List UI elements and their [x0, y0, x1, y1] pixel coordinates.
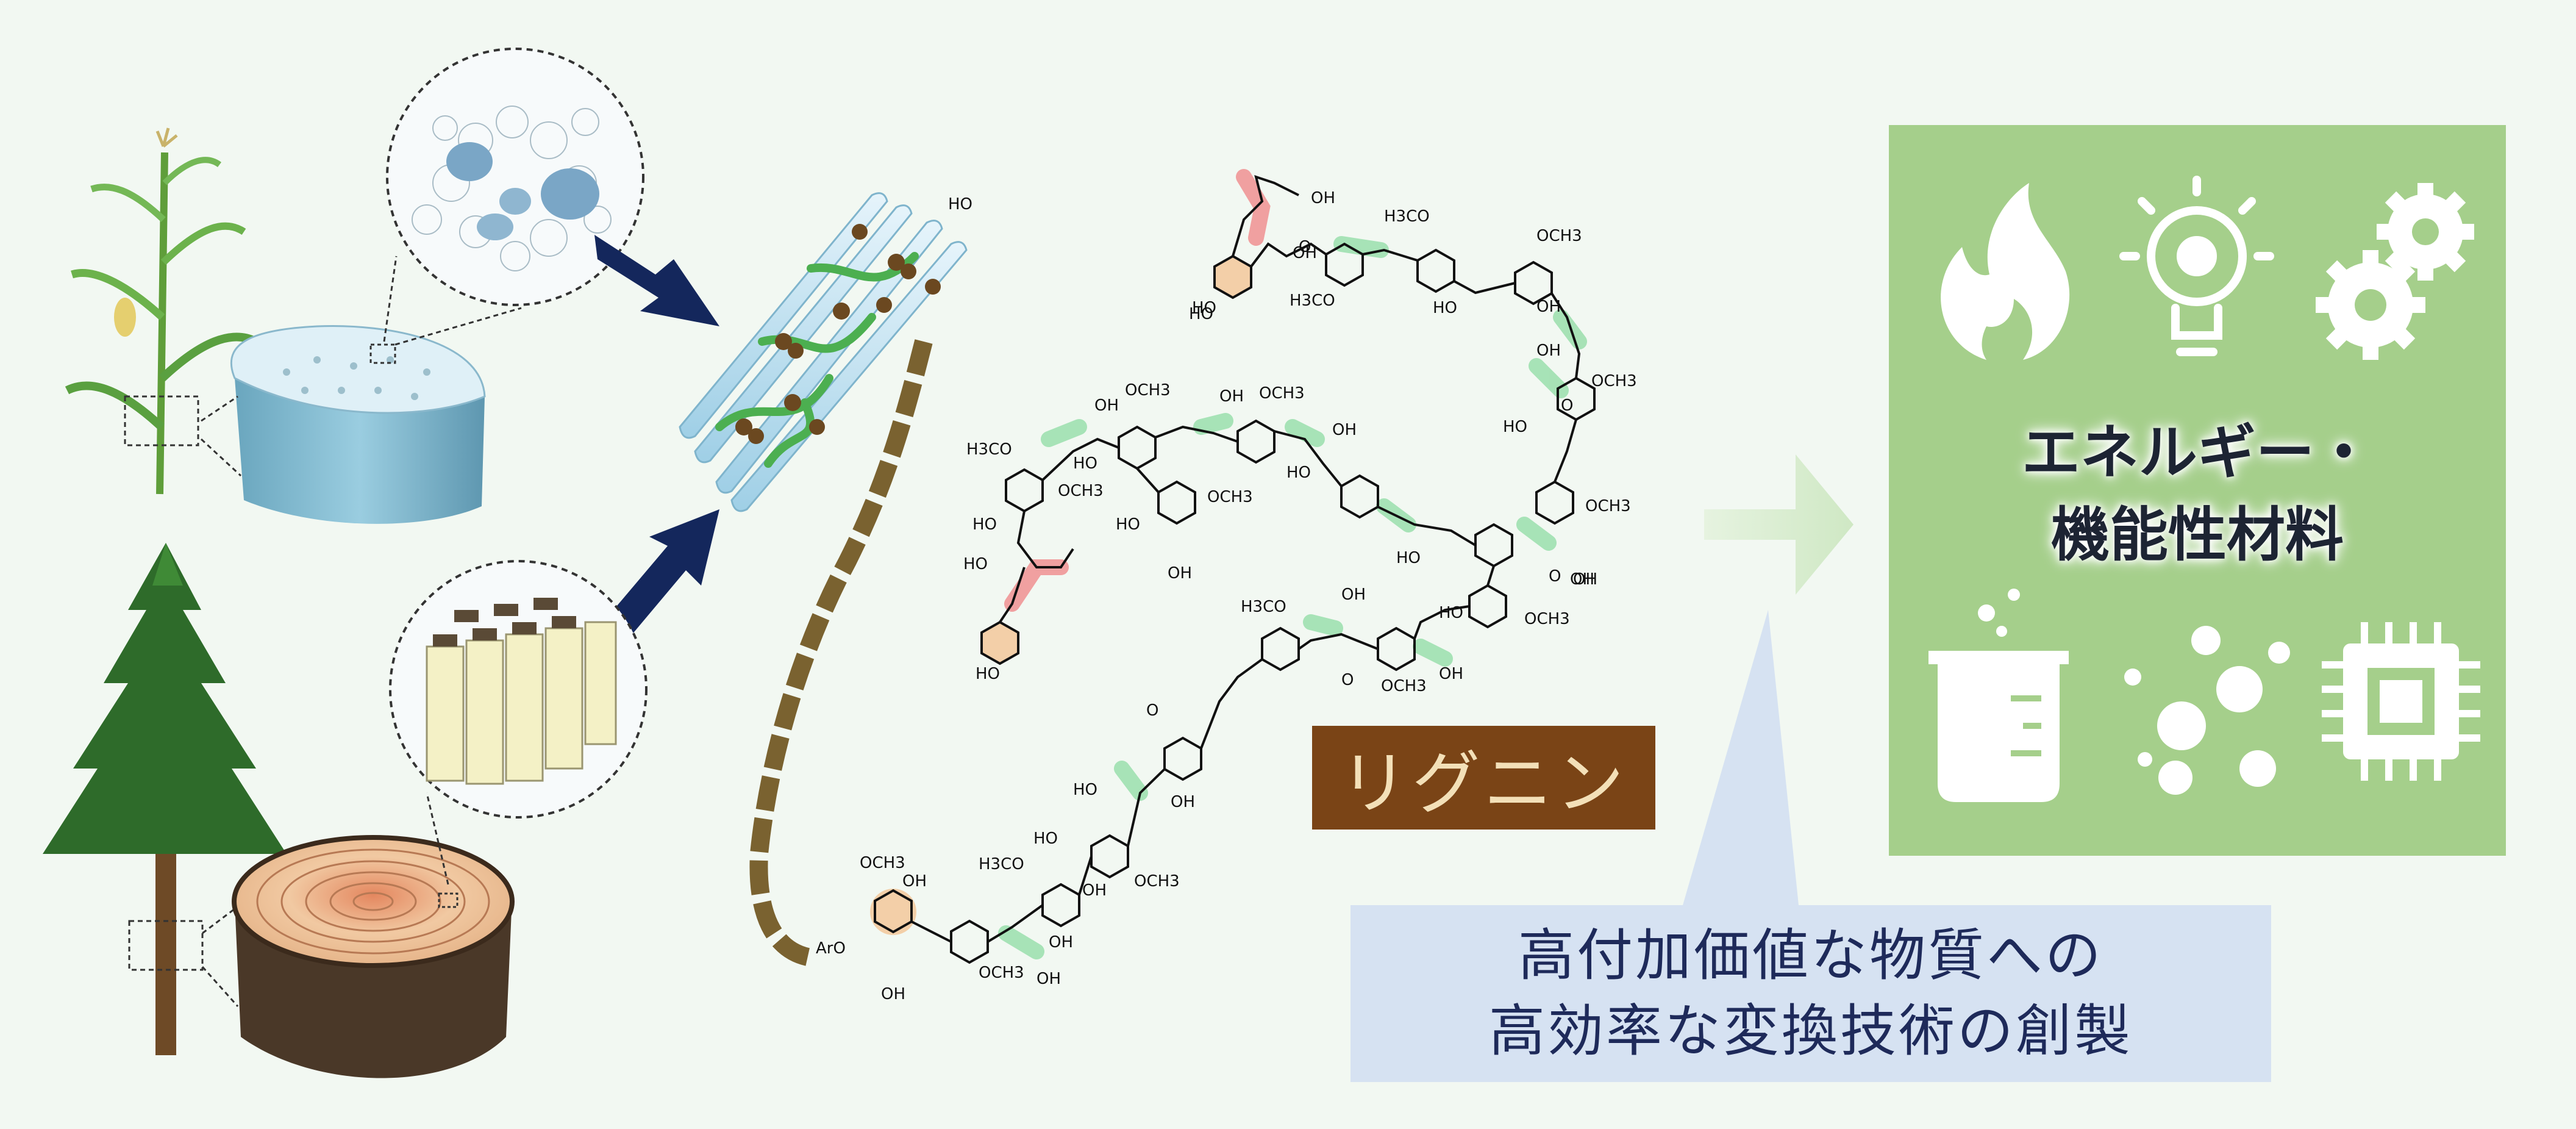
bubbles-icon	[2124, 626, 2290, 795]
lignin-label-box: リグニン	[1312, 726, 1655, 830]
label-ho: HO	[1433, 299, 1458, 317]
label-och3: OCH3	[1585, 497, 1631, 515]
label-oh: OH	[1341, 586, 1366, 604]
label-h3co: H3CO	[966, 440, 1012, 459]
beaker-icon	[1928, 589, 2069, 802]
corn-stem-section	[200, 325, 486, 524]
label-och3: OCH3	[1058, 482, 1104, 500]
label-oh: OH	[881, 985, 906, 1003]
label-h3co: H3CO	[1241, 598, 1286, 616]
label-oh: OH	[1082, 881, 1107, 900]
conversion-callout: 高付加価値な物質への 高効率な変換技術の創製	[1350, 905, 2271, 1082]
label-oh: OH	[1573, 570, 1598, 589]
label-oh: OH	[1332, 421, 1357, 439]
cellulose-fiber-bundle	[679, 192, 968, 512]
label-aro: ArO	[816, 939, 846, 958]
label-ho: HO	[1286, 464, 1311, 482]
label-ho: HO	[1073, 781, 1098, 799]
lightbulb-icon	[2119, 176, 2274, 356]
label-och3: OCH3	[1536, 227, 1582, 245]
label-ho: HO	[1396, 549, 1421, 567]
label-ho: HO	[1439, 604, 1464, 622]
label-o: O	[1299, 238, 1311, 256]
label-o: O	[1341, 671, 1354, 689]
callout-line-1: 高付加価値な物質への	[1518, 923, 2103, 988]
label-och3: OCH3	[1524, 610, 1570, 628]
corn-plant-icon	[65, 127, 259, 495]
gears-icon	[2316, 183, 2474, 360]
label-ho: HO	[1116, 515, 1141, 534]
label-oh: OH	[1536, 342, 1561, 360]
output-line-2: 機能性材料	[2051, 501, 2344, 569]
label-ho: HO	[1189, 305, 1214, 323]
label-ho: HO	[948, 195, 973, 213]
vascular-bundle-zoom	[383, 48, 644, 346]
label-oh: OH	[1094, 396, 1119, 415]
callout-line-2: 高効率な変換技術の創製	[1488, 998, 2133, 1064]
label-och3: OCH3	[1125, 381, 1171, 400]
label-h3co: H3CO	[1290, 292, 1335, 310]
label-o: O	[1549, 567, 1561, 586]
label-ho: HO	[972, 515, 997, 534]
label-oh: OH	[1439, 665, 1464, 683]
lignin-chemical-structure	[870, 169, 1596, 964]
label-oh: OH	[1536, 298, 1561, 316]
output-products-panel: エネルギー・ 機能性材料	[1889, 125, 2506, 856]
label-oh: OH	[1168, 564, 1193, 582]
callout-pointer	[1683, 610, 1799, 905]
label-o: O	[1561, 396, 1574, 415]
label-och3: OCH3	[1591, 372, 1637, 390]
label-och3: OCH3	[979, 964, 1024, 982]
microchip-icon	[2322, 622, 2480, 781]
label-ho: HO	[1033, 830, 1058, 848]
label-ho: HO	[976, 665, 1001, 683]
label-och3: OCH3	[1381, 677, 1427, 695]
label-och3: OCH3	[1259, 384, 1305, 403]
tracheid-zoom	[389, 560, 648, 885]
output-products-text: エネルギー・ 機能性材料	[1889, 412, 2506, 576]
label-oh: OH	[1171, 793, 1196, 811]
output-line-1: エネルギー・	[2022, 418, 2373, 487]
label-h3co: H3CO	[1384, 207, 1430, 226]
lignin-label: リグニン	[1340, 744, 1628, 823]
label-ho: HO	[1073, 454, 1098, 473]
label-oh: OH	[1219, 387, 1244, 406]
conifer-tree-icon	[43, 543, 287, 1055]
label-oh: OH	[1293, 244, 1318, 262]
label-oh: OH	[1049, 933, 1074, 952]
flame-icon	[1941, 183, 2070, 360]
label-oh: OH	[1311, 189, 1336, 207]
label-oh: OH	[1036, 970, 1061, 988]
label-oh: OH	[1570, 570, 1595, 589]
output-icons	[1928, 176, 2480, 802]
label-ho: HO	[1503, 418, 1528, 436]
label-och3: OCH3	[1134, 872, 1180, 891]
label-ho: HO	[963, 555, 988, 573]
arrow-to-fiber-top	[594, 235, 719, 326]
label-och3: OCH3	[860, 854, 905, 872]
label-o: O	[1146, 701, 1159, 720]
conversion-arrow	[1704, 454, 1854, 595]
wood-log-section	[232, 835, 515, 1078]
label-ho: HO	[1192, 299, 1217, 317]
label-h3co: H3CO	[979, 855, 1024, 873]
label-och3: OCH3	[1207, 488, 1253, 506]
label-oh: OH	[902, 872, 927, 891]
lignin-polymer-chain	[749, 339, 933, 967]
arrow-to-fiber-bottom	[601, 509, 719, 647]
